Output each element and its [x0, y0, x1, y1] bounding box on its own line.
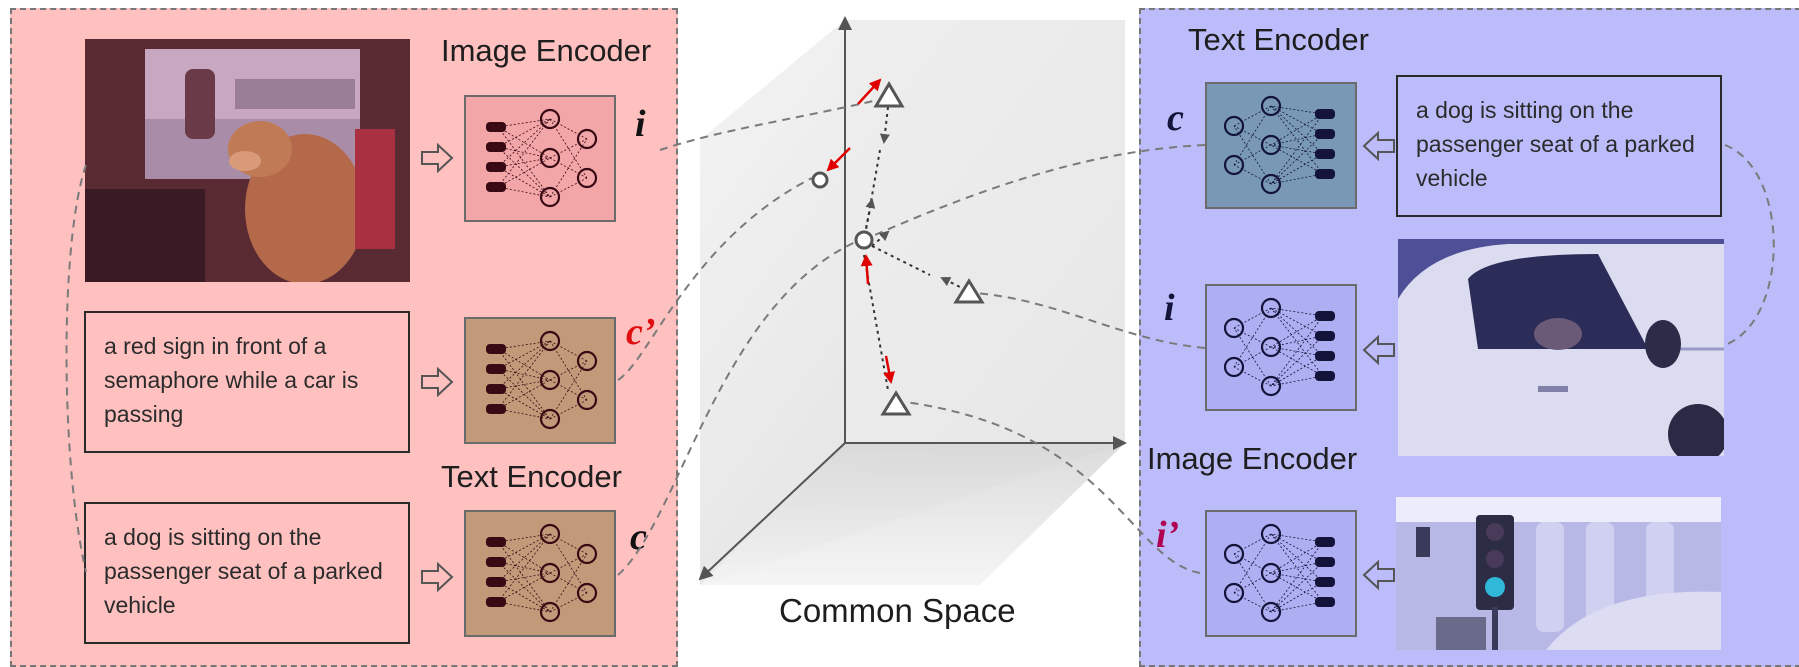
common-space-label: Common Space [779, 592, 1016, 629]
right-image-encoder-box-positive [1205, 284, 1357, 411]
left-var-c: c [630, 516, 647, 558]
right-var-c: c [1167, 97, 1184, 139]
left-image-encoder-box [464, 95, 616, 222]
left-var-c-prime: c’ [626, 311, 656, 353]
right-var-i-prime: i’ [1156, 514, 1180, 556]
left-caption-negative: a red sign in front of a semaphore while… [84, 311, 410, 453]
left-text-encoder-title: Text Encoder [441, 459, 622, 494]
common-space-box [698, 16, 1127, 585]
right-image-encoder-box-negative [1205, 510, 1357, 637]
hollow-arrow-icon [1362, 131, 1395, 161]
hollow-arrow-icon [421, 367, 454, 397]
left-text-encoder-box-positive [464, 510, 616, 637]
neural-network-icon [486, 108, 598, 208]
embedding-connectors [65, 99, 1775, 576]
hollow-arrow-icon [421, 562, 454, 592]
embedding-points [811, 81, 985, 416]
left-image-encoder-title: Image Encoder [441, 33, 652, 68]
triangle-marker [880, 390, 912, 416]
neural-network-icon [1223, 523, 1335, 623]
neural-network-icon [486, 330, 598, 430]
right-caption: a dog is sitting on the passenger seat o… [1396, 75, 1722, 217]
dog-in-vehicle-image [85, 39, 410, 282]
triangle-marker [873, 81, 905, 108]
left-var-i: i [635, 103, 646, 145]
left-caption-positive: a dog is sitting on the passenger seat o… [84, 502, 410, 644]
hollow-arrow-icon [421, 143, 454, 173]
neural-network-icon [1223, 95, 1335, 195]
circle-marker [854, 230, 874, 250]
left-text-encoder-box-negative [464, 317, 616, 444]
alignment-arrows [826, 78, 896, 384]
dog-in-car-image [1398, 239, 1724, 456]
right-text-encoder-box [1205, 82, 1357, 209]
right-var-i: i [1164, 287, 1175, 329]
neural-network-icon [1223, 297, 1335, 397]
hollow-arrow-icon [1362, 560, 1395, 590]
hollow-arrow-icon [1362, 335, 1395, 365]
right-image-encoder-title: Image Encoder [1147, 441, 1358, 476]
right-text-encoder-title: Text Encoder [1188, 22, 1369, 57]
traffic-light-image [1396, 497, 1721, 650]
triangle-marker [953, 278, 985, 304]
circle-marker [811, 171, 829, 189]
neural-network-icon [486, 523, 598, 623]
